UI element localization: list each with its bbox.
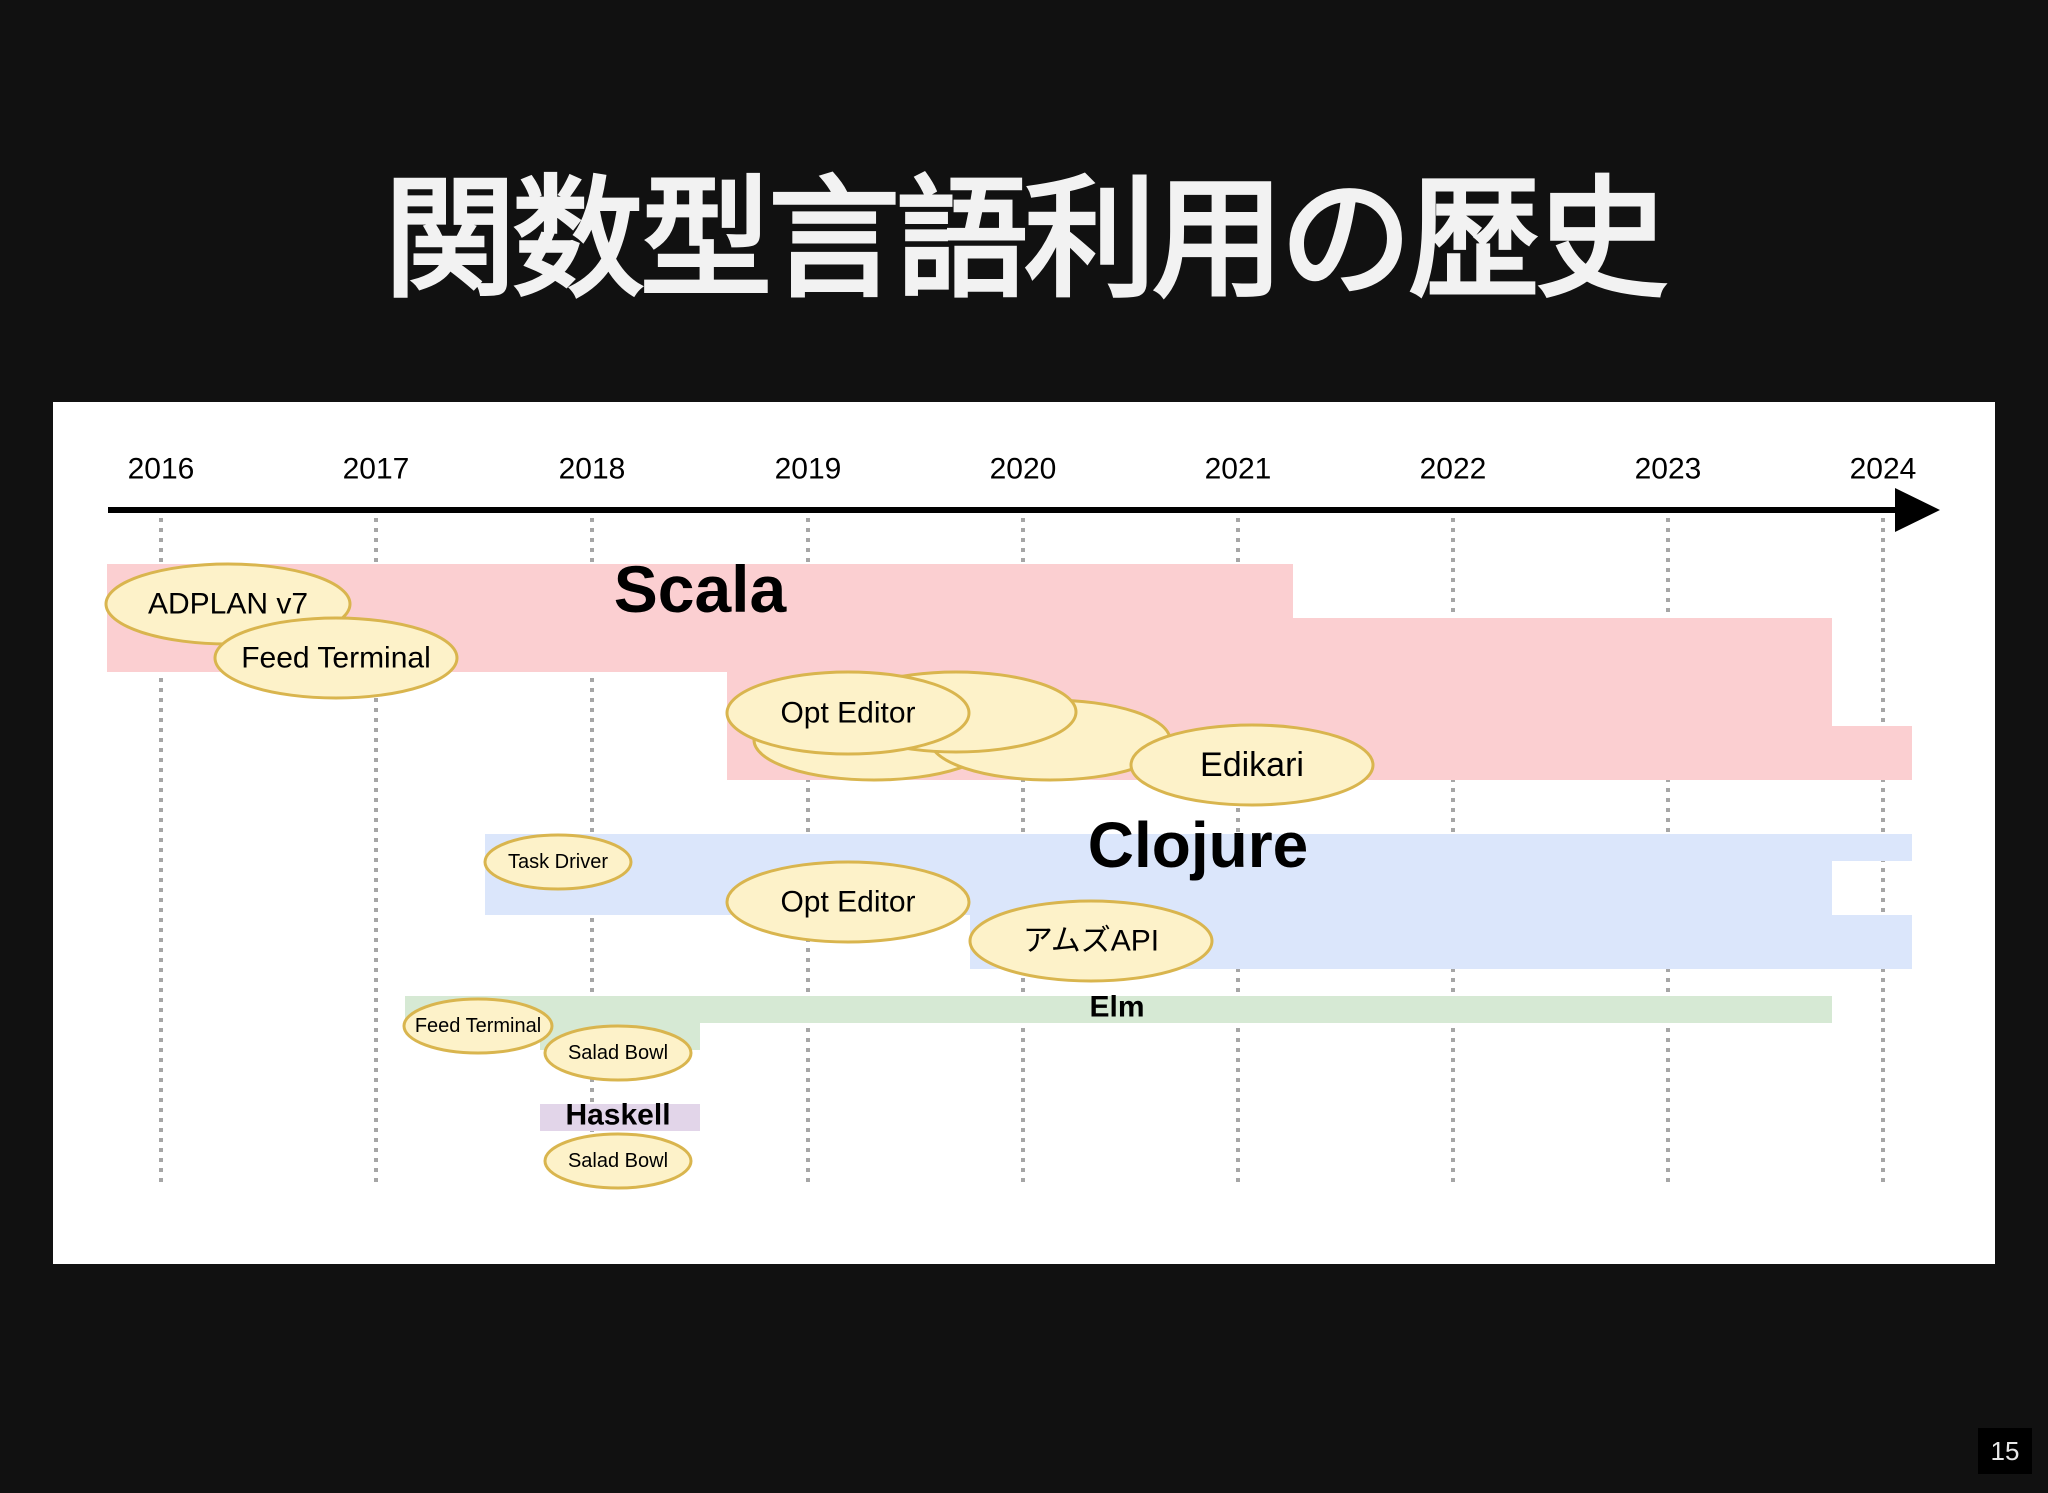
project-label-api: アムズAPI <box>1023 925 1159 958</box>
year-label-2023: 2023 <box>1635 453 1702 486</box>
project-label-salad-bowl: Salad Bowl <box>568 1150 668 1172</box>
project-bubble-edikari <box>1129 723 1375 807</box>
project-label-salad-bowl: Salad Bowl <box>568 1042 668 1064</box>
scala-label: Scala <box>614 552 788 626</box>
project-bubble-salad-bowl <box>543 1132 693 1190</box>
project-bubble-feed-terminal <box>402 997 554 1055</box>
project-bubble-task-driver <box>483 833 633 891</box>
timeline-arrowhead <box>1895 488 1940 532</box>
project-bubble-salad-bowl <box>543 1024 693 1082</box>
year-label-2016: 2016 <box>128 453 195 486</box>
project-label-edikari: Edikari <box>1200 746 1304 784</box>
year-label-2018: 2018 <box>559 453 626 486</box>
year-label-2019: 2019 <box>775 453 842 486</box>
clojure-label: Clojure <box>1088 809 1308 881</box>
clojure-band <box>485 861 1832 915</box>
clojure-band <box>485 834 1912 861</box>
year-label-2021: 2021 <box>1205 453 1272 486</box>
page-number: 15 <box>1978 1428 2032 1474</box>
project-bubble-opt-editor <box>725 860 971 944</box>
year-label-2017: 2017 <box>343 453 410 486</box>
year-label-2020: 2020 <box>990 453 1057 486</box>
project-bubble-feed-terminal <box>213 616 459 700</box>
timeline-diagram: 2016 2017 2018 2019 2020 2021 2022 2023 2024Scal… <box>104 453 1940 1190</box>
project-label-opt-editor: Opt Editor <box>780 697 915 730</box>
elm-band <box>405 996 1832 1023</box>
project-label-adplan-v7: ADPLAN v7 <box>148 588 308 621</box>
haskell-band <box>540 1104 700 1131</box>
slide-title: 関数型言語利用の歴史 <box>384 163 1668 317</box>
project-bubble-opt-editor <box>725 670 971 756</box>
year-label-2024: 2024 <box>1850 453 1917 486</box>
project-label-feed-terminal: Feed Terminal <box>415 1015 541 1037</box>
year-label-2022: 2022 <box>1420 453 1487 486</box>
project-label-opt-editor: Opt Editor <box>780 886 915 919</box>
haskell-label: Haskell <box>565 1099 670 1132</box>
project-bubble-api <box>968 899 1214 983</box>
project-label-task-driver: Task Driver <box>508 851 608 873</box>
project-label-feed-terminal: Feed Terminal <box>241 642 431 675</box>
elm-label: Elm <box>1089 991 1144 1024</box>
